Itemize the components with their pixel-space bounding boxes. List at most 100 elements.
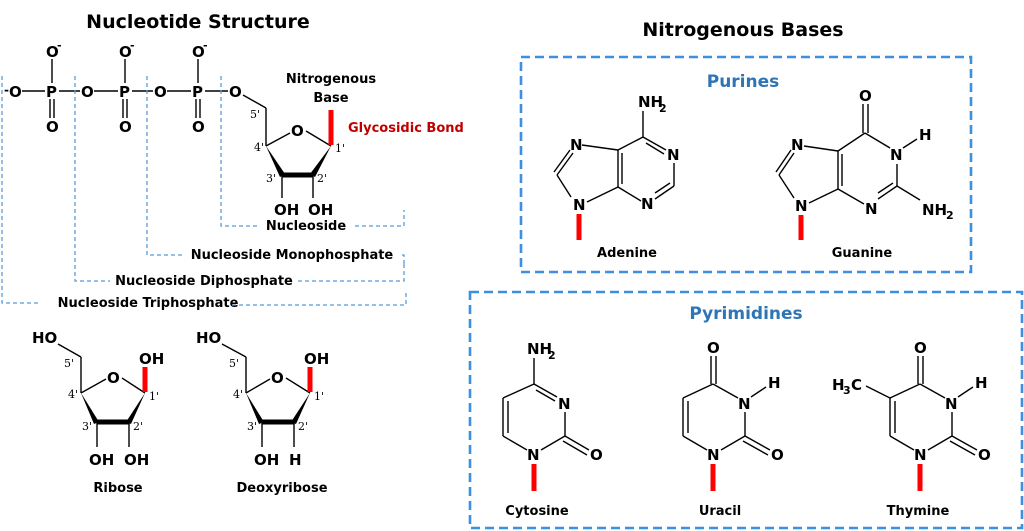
adenine-n9: N bbox=[573, 196, 586, 214]
adenine-n7: N bbox=[570, 136, 583, 154]
cytosine-label: Cytosine bbox=[505, 504, 569, 519]
guanine-nh: NH bbox=[922, 201, 947, 219]
phosphorus-1: P bbox=[46, 83, 57, 101]
deoxyribose-c3: 3' bbox=[247, 420, 257, 433]
pyrimidines-box bbox=[468, 290, 1024, 530]
nitrogenous-base-label-2: Base bbox=[313, 91, 348, 106]
guanine-nh2-sub: 2 bbox=[946, 209, 954, 222]
bracket-monophosphate: Nucleoside Monophosphate bbox=[191, 248, 394, 263]
uracil-o4: O bbox=[707, 339, 720, 357]
phosphorus-3: P bbox=[192, 83, 203, 101]
guanine-o6: O bbox=[859, 87, 872, 105]
deoxyribose-oh-3: OH bbox=[254, 451, 279, 469]
carbon-3-label: 3' bbox=[266, 172, 276, 185]
phosphate-1-o-minus: O bbox=[46, 43, 59, 61]
phosphate-1-charge: - bbox=[57, 39, 62, 52]
thymine-structure: O N H O N H 3 C Thymine bbox=[832, 339, 991, 519]
nitrogenous-base-label-1: Nitrogenous bbox=[286, 72, 376, 87]
phosphate-2-o-minus: O bbox=[119, 43, 132, 61]
phosphate-2-double-o: O bbox=[119, 118, 132, 136]
ribose-c2: 2' bbox=[133, 420, 143, 433]
guanine-n1: N bbox=[890, 146, 903, 164]
pyrimidines-heading: Pyrimidines bbox=[689, 304, 802, 324]
adenine-nh: NH bbox=[638, 93, 663, 111]
thymine-h3: H bbox=[975, 374, 988, 392]
ribose-oh-2: OH bbox=[124, 451, 149, 469]
thymine-n3: N bbox=[945, 395, 958, 413]
guanine-h1: H bbox=[919, 126, 932, 144]
thymine-methyl-sub: 3 bbox=[843, 384, 851, 397]
ribose-structure: HO 5' O 4' 3' 2' 1' OH OH OH Ribose bbox=[32, 329, 164, 496]
deoxyribose-oh-1: OH bbox=[304, 350, 329, 368]
cytosine-n3: N bbox=[558, 395, 571, 413]
phosphorus-2: P bbox=[119, 83, 130, 101]
adenine-structure: NH 2 N N N N Adenine bbox=[553, 93, 680, 261]
ribose-c5: 5' bbox=[64, 357, 74, 370]
terminal-oxygen-charge: - bbox=[4, 83, 9, 97]
guanine-label: Guanine bbox=[832, 246, 893, 261]
adenine-nh2-sub: 2 bbox=[659, 102, 667, 115]
ribose-oh-1: OH bbox=[139, 350, 164, 368]
bridge-oxygen-2: O bbox=[154, 83, 167, 101]
ribose-ho: HO bbox=[32, 329, 57, 347]
thymine-label: Thymine bbox=[887, 504, 950, 519]
phosphate-3-o-minus: O bbox=[192, 43, 205, 61]
thymine-o2: O bbox=[978, 446, 991, 464]
deoxyribose-label: Deoxyribose bbox=[236, 481, 327, 496]
phosphate-3-double-o: O bbox=[192, 118, 205, 136]
bracket-nucleoside: Nucleoside bbox=[266, 219, 347, 234]
bridge-oxygen-1: O bbox=[81, 83, 94, 101]
deoxyribose-ho: HO bbox=[196, 329, 221, 347]
thymine-methyl-c: C bbox=[851, 376, 862, 394]
guanine-n3: N bbox=[865, 200, 878, 218]
bracket-triphosphate: Nucleoside Triphosphate bbox=[58, 296, 239, 311]
deoxyribose-c4: 4' bbox=[233, 388, 243, 401]
ring-oxygen: O bbox=[291, 122, 304, 140]
bracket-diphosphate: Nucleoside Diphosphate bbox=[115, 274, 293, 289]
cytosine-n1: N bbox=[527, 446, 540, 464]
guanine-n7: N bbox=[791, 136, 804, 154]
adenine-n3: N bbox=[641, 195, 654, 213]
thymine-o4: O bbox=[914, 339, 927, 357]
purines-box bbox=[519, 55, 973, 274]
ribose-label: Ribose bbox=[93, 481, 142, 496]
phosphate-1-double-o: O bbox=[46, 118, 59, 136]
cytosine-nh: NH bbox=[527, 340, 552, 358]
deoxyribose-c5: 5' bbox=[229, 357, 239, 370]
guanine-structure: O N H NH 2 N N N Guanine bbox=[775, 87, 954, 261]
glycosidic-bond-label: Glycosidic Bond bbox=[348, 121, 464, 136]
ribose-c4: 4' bbox=[68, 388, 78, 401]
carbon-4-label: 4' bbox=[254, 141, 264, 154]
deoxyribose-h-2: H bbox=[289, 451, 302, 469]
nucleotide-sugar: 5' O 4' 3' 2' 1' OH OH Nitrogenous Base … bbox=[242, 72, 464, 219]
ester-oxygen: O bbox=[229, 83, 242, 101]
nitrogenous-bases-title: Nitrogenous Bases bbox=[642, 19, 843, 41]
oh-3: OH bbox=[274, 201, 299, 219]
deoxyribose-ring-o: O bbox=[271, 369, 284, 387]
cytosine-structure: NH 2 N O N Cytosine bbox=[502, 340, 603, 519]
carbon-2-label: 2' bbox=[317, 172, 327, 185]
cytosine-nh2-sub: 2 bbox=[548, 349, 556, 362]
uracil-h3: H bbox=[768, 374, 781, 392]
phosphate-3-charge: - bbox=[203, 39, 208, 52]
deoxyribose-c2: 2' bbox=[298, 420, 308, 433]
uracil-n3: N bbox=[738, 395, 751, 413]
ribose-c1: 1' bbox=[149, 390, 159, 403]
thymine-methyl-h: H bbox=[832, 376, 845, 394]
phosphate-chain: - O P O - O O P O - O O P O - O O bbox=[4, 39, 242, 136]
uracil-n1: N bbox=[707, 446, 720, 464]
oh-2: OH bbox=[308, 201, 333, 219]
uracil-o2: O bbox=[771, 446, 784, 464]
phosphate-2-charge: - bbox=[130, 39, 135, 52]
deoxyribose-c1: 1' bbox=[314, 390, 324, 403]
cytosine-o2: O bbox=[590, 446, 603, 464]
adenine-label: Adenine bbox=[597, 246, 657, 261]
carbon-1-label: 1' bbox=[335, 142, 345, 155]
adenine-n1: N bbox=[667, 146, 680, 164]
carbon-5-label: 5' bbox=[250, 108, 260, 121]
nucleotide-structure-title: Nucleotide Structure bbox=[86, 11, 310, 33]
ribose-c3: 3' bbox=[82, 420, 92, 433]
terminal-oxygen: O bbox=[9, 83, 22, 101]
ribose-ring-o: O bbox=[107, 369, 120, 387]
purines-heading: Purines bbox=[707, 72, 780, 92]
